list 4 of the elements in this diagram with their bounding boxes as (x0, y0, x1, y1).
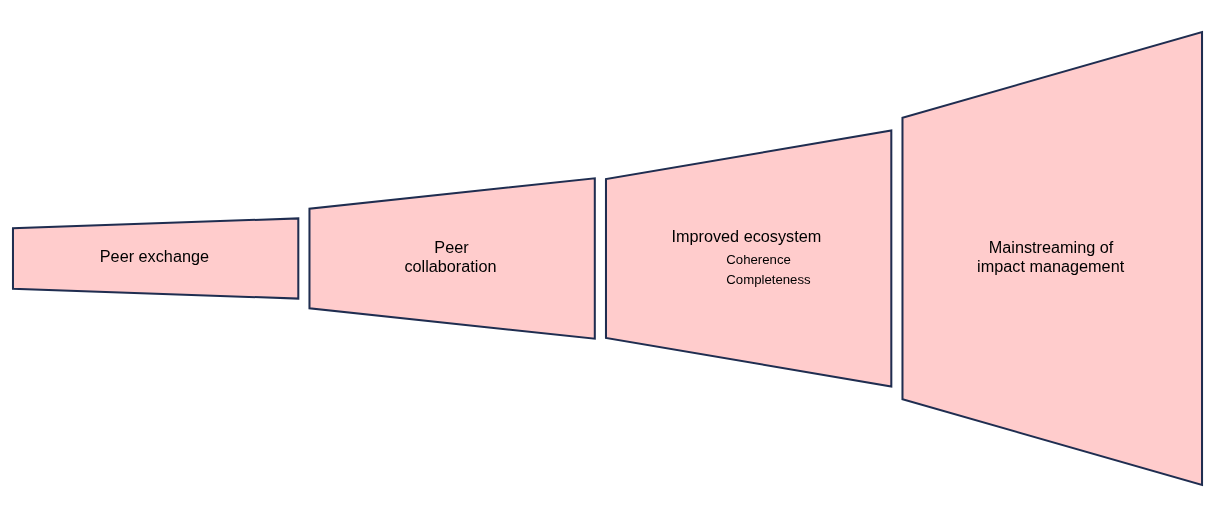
node-box: Mainstreaming of impact management (901, 30, 1204, 486)
node-box: Peer exchange (11, 216, 300, 300)
node-box: Improved ecosystem Coherence Completeness (604, 128, 893, 388)
node-box: Peer collaboration (308, 176, 596, 340)
